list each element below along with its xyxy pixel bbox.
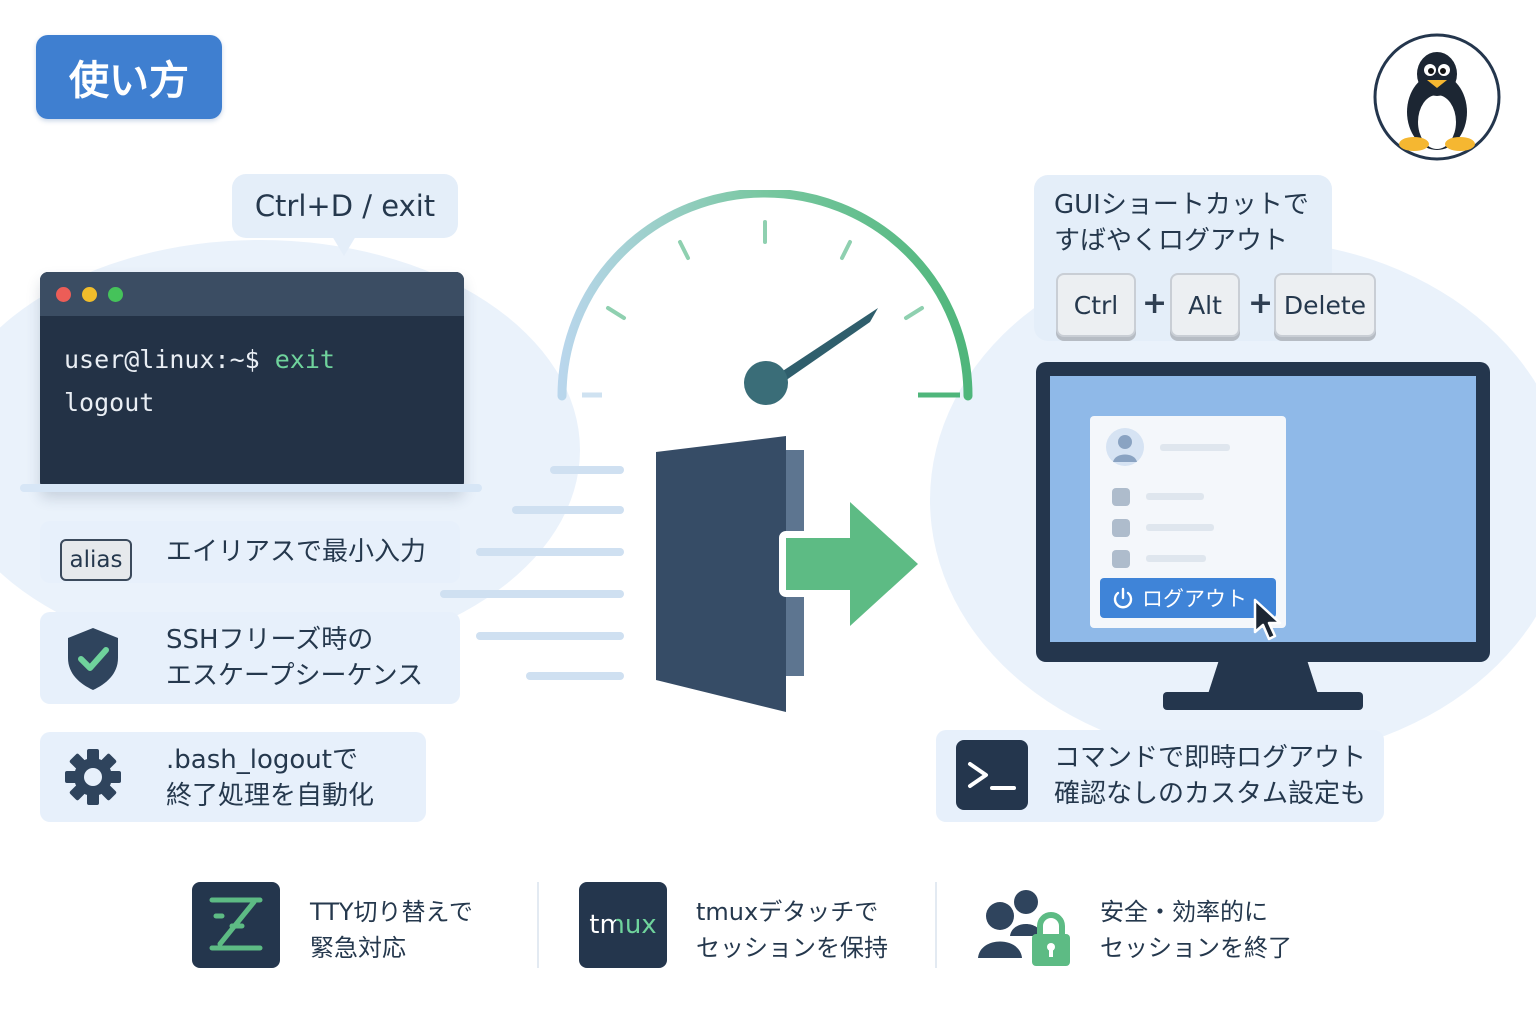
key-alt: Alt: [1170, 273, 1240, 337]
feature-line2: エスケープシーケンス: [166, 661, 424, 691]
terminal-line: user@linux:~$ exit: [64, 338, 440, 381]
speed-lines: [420, 460, 630, 690]
placeholder-line: [1146, 493, 1204, 500]
feature-line1: .bash_logoutで: [166, 745, 358, 775]
tmux-icon-label: tmux: [589, 910, 656, 940]
terminal-shadow: [20, 484, 482, 492]
bottom-item-line2: セッションを保持: [696, 934, 888, 962]
linux-penguin-logo: [1372, 32, 1502, 162]
feature-command-logout: コマンドで即時ログアウト 確認なしのカスタム設定も: [936, 730, 1384, 822]
bottom-item-line1: tmuxデタッチで: [696, 898, 879, 926]
close-dot: [56, 287, 71, 302]
exit-door-icon: [640, 430, 930, 720]
feature-alias: alias エイリアスで最小入力: [40, 521, 460, 583]
shield-check-icon: [64, 626, 122, 696]
gear-icon: [64, 748, 122, 810]
feature-bash-logout: .bash_logoutで 終了処理を自動化: [40, 732, 426, 822]
page-title: 使い方: [36, 35, 222, 119]
menu-item-icon: [1112, 488, 1130, 506]
terminal-titlebar: [40, 272, 464, 316]
divider: [537, 882, 539, 968]
user-menu-panel: ログアウト: [1090, 416, 1286, 628]
monitor-screen: ログアウト: [1050, 376, 1476, 642]
feature-line1: SSHフリーズ時の: [166, 625, 374, 655]
tmux-icon: tmux: [579, 882, 667, 968]
users-lock-icon: [976, 884, 1076, 968]
terminal-window: user@linux:~$ exit logout: [40, 272, 464, 490]
terminal-output: logout: [64, 388, 155, 417]
feature-line2: 確認なしのカスタム設定も: [1054, 779, 1367, 809]
maximize-dot: [108, 287, 123, 302]
placeholder-line: [1160, 444, 1230, 451]
power-icon: [1112, 587, 1134, 609]
plus-sign: +: [1142, 286, 1168, 321]
tty-switch-icon: [192, 882, 280, 968]
bottom-item-line1: 安全・効率的に: [1100, 898, 1268, 926]
minimize-dot: [82, 287, 97, 302]
feature-ssh-escape: SSHフリーズ時の エスケープシーケンス: [40, 612, 460, 704]
feature-line1: コマンドで即時ログアウト: [1054, 743, 1367, 773]
mouse-cursor-icon: [1252, 598, 1288, 648]
placeholder-line: [1146, 555, 1206, 562]
bottom-item-line2: 緊急対応: [310, 934, 406, 962]
terminal-command: exit: [274, 345, 335, 374]
alias-key-icon: alias: [60, 539, 132, 581]
tmux-text: tmux: [589, 910, 657, 940]
logout-label: ログアウト: [1142, 587, 1247, 611]
plus-sign: +: [1248, 286, 1274, 321]
key-ctrl: Ctrl: [1056, 273, 1136, 337]
shortcut-bubble: Ctrl+D / exit: [232, 174, 458, 256]
feature-line2: 終了処理を自動化: [166, 781, 375, 811]
bubble-line2: すばやくログアウト: [1054, 226, 1289, 256]
divider: [935, 882, 937, 968]
bottom-item-line2: セッションを終了: [1100, 934, 1292, 962]
terminal-prompt: user@linux:~$: [64, 345, 260, 374]
terminal-prompt-icon: [956, 740, 1028, 810]
speed-gauge-icon: [550, 188, 980, 410]
monitor-stand: [1208, 660, 1318, 694]
logout-button[interactable]: ログアウト: [1100, 578, 1276, 618]
menu-item-icon: [1112, 550, 1130, 568]
desktop-monitor: ログアウト: [1036, 362, 1490, 662]
avatar: [1106, 428, 1144, 466]
monitor-base: [1163, 692, 1363, 710]
bottom-item-line1: TTY切り替えで: [310, 898, 473, 926]
bubble-line1: GUIショートカットで: [1054, 190, 1309, 220]
placeholder-line: [1146, 524, 1214, 531]
menu-item-icon: [1112, 519, 1130, 537]
key-delete: Delete: [1274, 273, 1376, 337]
feature-text: エイリアスで最小入力: [166, 537, 427, 567]
